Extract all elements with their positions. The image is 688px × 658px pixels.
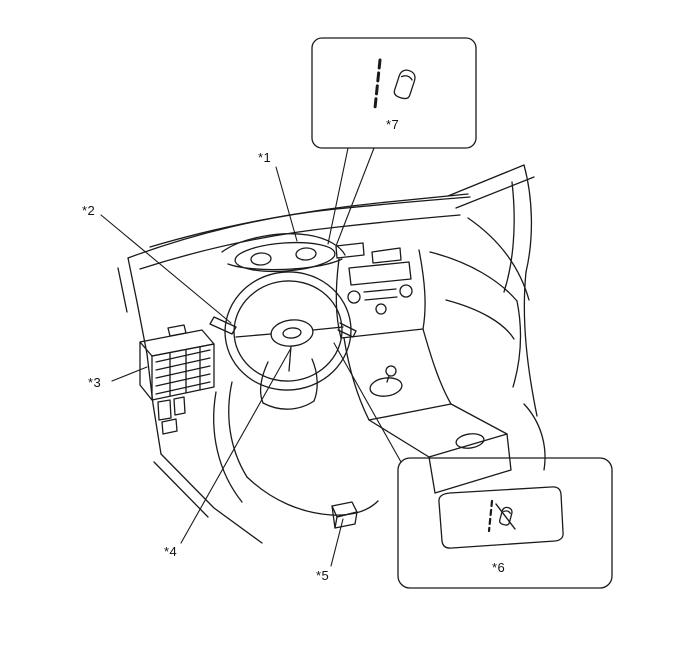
- combination-meter: [221, 233, 346, 273]
- callout-label-4: *4: [164, 544, 178, 559]
- a-pillar: [447, 164, 538, 417]
- center-stack: [335, 249, 426, 339]
- indicator-callout-box: [311, 37, 477, 149]
- center-console: [343, 328, 546, 494]
- lane-departure-switch-icon: [487, 499, 516, 533]
- lower-dash-panel: [213, 381, 379, 516]
- junction-block: [139, 324, 215, 435]
- leader-lines: [100, 147, 402, 567]
- callout-label-6: *6: [492, 560, 506, 575]
- callout-label-2: *2: [82, 203, 96, 218]
- glove-box: [429, 251, 522, 388]
- left-door-trim: [117, 257, 263, 544]
- turn-signal-stalk: [209, 316, 357, 338]
- buzzer-part: [331, 501, 358, 529]
- lane-departure-indicator-icon: [373, 58, 418, 110]
- center-vents: [335, 242, 402, 264]
- callout-label-5: *5: [316, 568, 330, 583]
- callout-label-7: *7: [386, 117, 400, 132]
- callout-label-1: *1: [258, 150, 272, 165]
- switch-callout-box: [397, 457, 613, 589]
- steering-wheel: [224, 271, 352, 391]
- callout-label-3: *3: [88, 375, 102, 390]
- dashboard-outline: [127, 193, 471, 270]
